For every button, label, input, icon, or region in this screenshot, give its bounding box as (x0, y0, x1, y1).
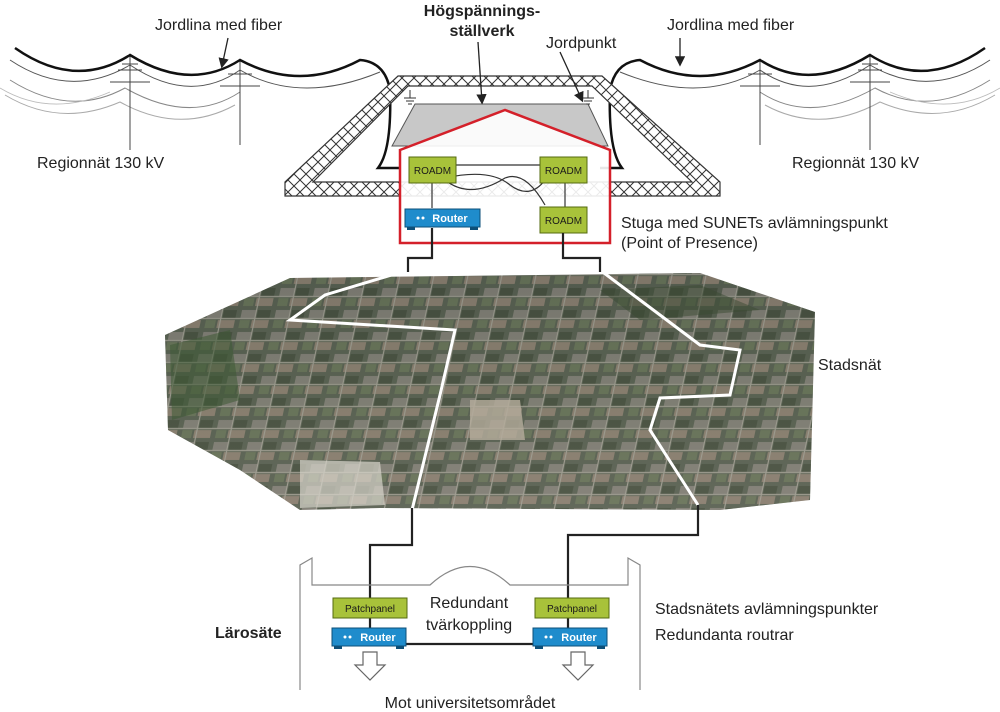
patchpanel-left: Patchpanel (332, 597, 408, 619)
patchpanel-right: Patchpanel (534, 597, 610, 619)
city-route-right (599, 268, 742, 506)
label-earth-wire-left: Jordlina med fiber (155, 17, 283, 34)
power-lines-right (600, 46, 1000, 170)
label-ground-point: Jordpunkt (546, 35, 617, 52)
roadm-right-top-label: ROADM (545, 166, 582, 177)
router-campus-left: Router (331, 627, 407, 649)
ground-symbol-right (582, 90, 594, 105)
city-aerial (165, 268, 815, 511)
label-toward-campus: Mot universitetsområdet (385, 694, 556, 712)
router-campus-left-label: Router (360, 632, 396, 644)
label-campus: Lärosäte (215, 625, 282, 642)
earth-wire-right (600, 46, 986, 170)
roadm-right-bottom: ROADM (539, 206, 588, 234)
campus-building: Patchpanel Patchpanel Router Router (299, 556, 641, 690)
router-campus-right-label: Router (561, 632, 597, 644)
label-redundant-line1: Redundant (430, 595, 509, 612)
label-redundant-line2: tvärkoppling (426, 617, 512, 634)
roadm-left: ROADM (408, 156, 457, 184)
label-substation-line2: ställverk (450, 23, 515, 40)
ground-symbol-left (404, 90, 416, 105)
arrow-down-right (561, 651, 595, 681)
router-campus-right: Router (532, 627, 608, 649)
label-handover-points: Stadsnätets avlämningspunkter (655, 601, 879, 618)
pop-hut: ROADM ROADM ROADM Router (398, 108, 612, 245)
fiber-links (368, 228, 700, 646)
roadm-right-top: ROADM (539, 156, 588, 184)
label-earth-wire-right: Jordlina med fiber (667, 17, 795, 34)
label-pop-line2: (Point of Presence) (621, 235, 758, 252)
router-pop: Router (404, 208, 481, 230)
arrow-down-left (353, 651, 387, 681)
label-regional-left: Regionnät 130 kV (37, 155, 165, 172)
patchpanel-left-label: Patchpanel (345, 604, 395, 615)
roadm-left-label: ROADM (414, 166, 451, 177)
label-substation-line1: Högspännings- (424, 3, 540, 20)
label-city-network: Stadsnät (818, 357, 882, 374)
callout-arrows (218, 37, 686, 105)
label-regional-right: Regionnät 130 kV (792, 155, 920, 172)
city-route-left (285, 268, 457, 511)
label-redundant-routers: Redundanta routrar (655, 627, 794, 644)
label-pop-line1: Stuga med SUNETs avlämningspunkt (621, 215, 888, 232)
roadm-right-bottom-label: ROADM (545, 216, 582, 227)
router-pop-label: Router (432, 213, 468, 225)
patchpanel-right-label: Patchpanel (547, 604, 597, 615)
